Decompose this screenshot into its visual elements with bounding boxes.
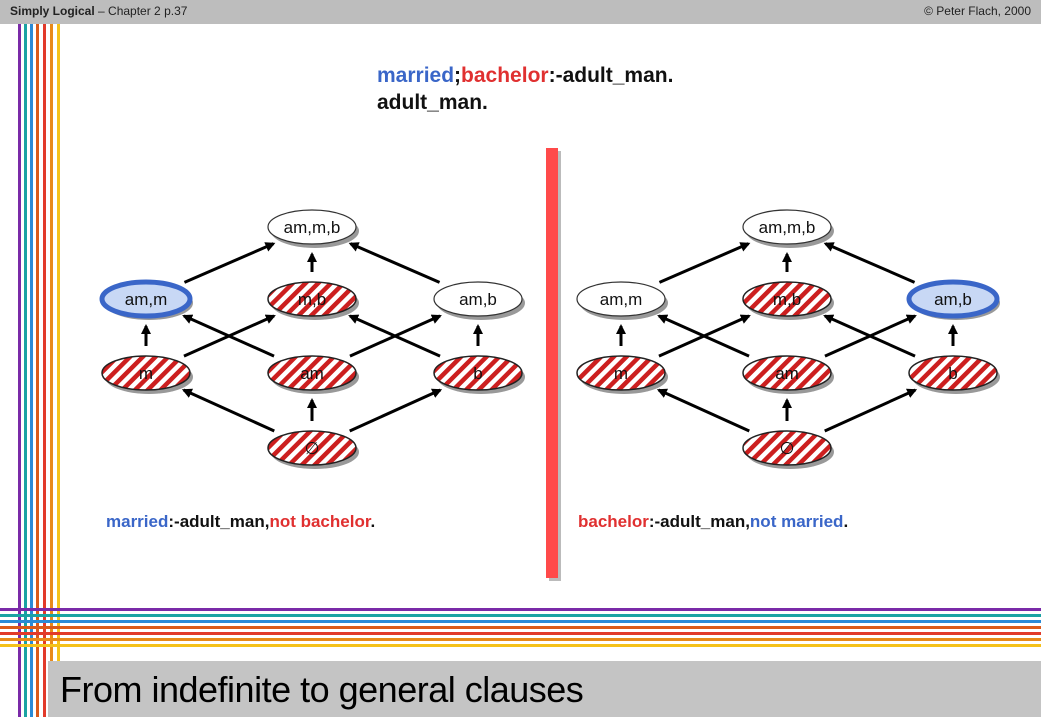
node-label: b: [473, 364, 482, 383]
node-ellipse: [433, 355, 523, 391]
node-am_m: am,m: [99, 279, 193, 320]
edge-am-to-am_m: [182, 314, 275, 358]
edge-empty-to-b: [349, 388, 443, 433]
node-label: b: [948, 364, 957, 383]
node-ellipse: [576, 281, 666, 317]
edge-am_b-to-top: [348, 242, 441, 284]
right-caption: bachelor:-adult_man,not married.: [578, 512, 848, 532]
node-b: b: [433, 355, 525, 394]
node-ellipse: [908, 355, 998, 391]
node-label: m: [614, 364, 628, 383]
edge-empty-to-b: [824, 388, 918, 433]
node-ellipse: [267, 430, 357, 466]
node-ellipse: [267, 209, 357, 245]
clause-separator: ;: [454, 64, 462, 87]
node-ellipse: [267, 281, 357, 317]
node-label: am,b: [934, 290, 972, 309]
node-label: am,b: [459, 290, 497, 309]
node-m_b: m,b: [742, 281, 834, 320]
node-ellipse: [742, 430, 832, 466]
node-am: am: [742, 355, 834, 394]
divider-bar: [546, 148, 558, 578]
node-b: b: [908, 355, 1000, 394]
decorative-vertical-stripes: [18, 24, 62, 717]
left-caption-negation: not bachelor: [269, 512, 371, 531]
left-caption-body: :-adult_man,: [168, 512, 270, 531]
decorative-horizontal-stripes: [0, 608, 1041, 648]
edge-b-to-m_b: [823, 314, 916, 358]
node-ellipse: [742, 281, 832, 317]
node-ellipse: [101, 355, 191, 391]
header-bar: Simply Logical – Chapter 2 p.37 © Peter …: [0, 0, 1041, 24]
clause-text: married;bachelor:-adult_man. adult_man.: [377, 62, 673, 116]
clause-line-1: married;bachelor:-adult_man.: [377, 62, 673, 89]
right-caption-head: bachelor: [578, 512, 649, 531]
left-caption-end: .: [370, 512, 376, 531]
clause-bachelor: bachelor: [461, 64, 549, 87]
node-am_b: am,b: [433, 281, 525, 320]
node-m: m: [101, 355, 193, 394]
node-label: m: [139, 364, 153, 383]
node-label: am,m,b: [759, 218, 816, 237]
node-label: am: [775, 364, 799, 383]
node-label: m,b: [773, 290, 801, 309]
edge-am_m-to-top: [658, 242, 751, 284]
header-copyright: © Peter Flach, 2000: [924, 4, 1031, 18]
node-ellipse: [742, 355, 832, 391]
node-am_b: am,b: [906, 279, 1000, 320]
node-am: am: [267, 355, 359, 394]
node-label: am: [300, 364, 324, 383]
node-am_m: am,m: [576, 281, 668, 320]
node-top: am,m,b: [742, 209, 834, 248]
right-caption-body: :-adult_man,: [648, 512, 750, 531]
node-ellipse: [576, 355, 666, 391]
lattice-right: am,m,b am,m m,b am,b m am b ∅: [576, 209, 1000, 469]
left-caption: married:-adult_man,not bachelor.: [106, 512, 375, 532]
header-title: Simply Logical – Chapter 2 p.37: [10, 4, 187, 18]
node-label: ∅: [305, 439, 320, 458]
edge-am_b-to-top: [823, 242, 916, 284]
node-ellipse: [906, 279, 1000, 319]
right-caption-negation: not married: [749, 512, 844, 531]
edge-b-to-m_b: [348, 314, 441, 358]
node-ellipse: [267, 355, 357, 391]
node-label: m,b: [298, 290, 326, 309]
node-label: am,m,b: [284, 218, 341, 237]
clause-line-2: adult_man.: [377, 91, 488, 114]
node-ellipse: [433, 281, 523, 317]
right-caption-end: .: [843, 512, 849, 531]
edge-am-to-am_m: [657, 314, 750, 358]
edge-empty-to-m: [656, 388, 750, 433]
node-empty: ∅: [742, 430, 834, 469]
title-bar: From indefinite to general clauses: [48, 661, 1041, 717]
page-title: From indefinite to general clauses: [60, 669, 584, 710]
lattice-left: am,m,b am,m m,b am,b m am b ∅: [99, 209, 525, 469]
clause-married: married: [377, 64, 455, 87]
node-label: am,m: [600, 290, 643, 309]
node-m: m: [576, 355, 668, 394]
node-empty: ∅: [267, 430, 359, 469]
node-top: am,m,b: [267, 209, 359, 248]
header-title-rest: – Chapter 2 p.37: [94, 4, 188, 18]
node-label: ∅: [780, 439, 795, 458]
edge-empty-to-m: [181, 388, 275, 433]
node-ellipse: [742, 209, 832, 245]
node-ellipse: [99, 279, 193, 319]
header-title-bold: Simply Logical: [10, 4, 95, 18]
left-caption-head: married: [106, 512, 169, 531]
edge-am_m-to-top: [183, 242, 276, 284]
node-label: am,m: [125, 290, 168, 309]
clause-body: :-adult_man.: [548, 64, 674, 87]
node-m_b: m,b: [267, 281, 359, 320]
